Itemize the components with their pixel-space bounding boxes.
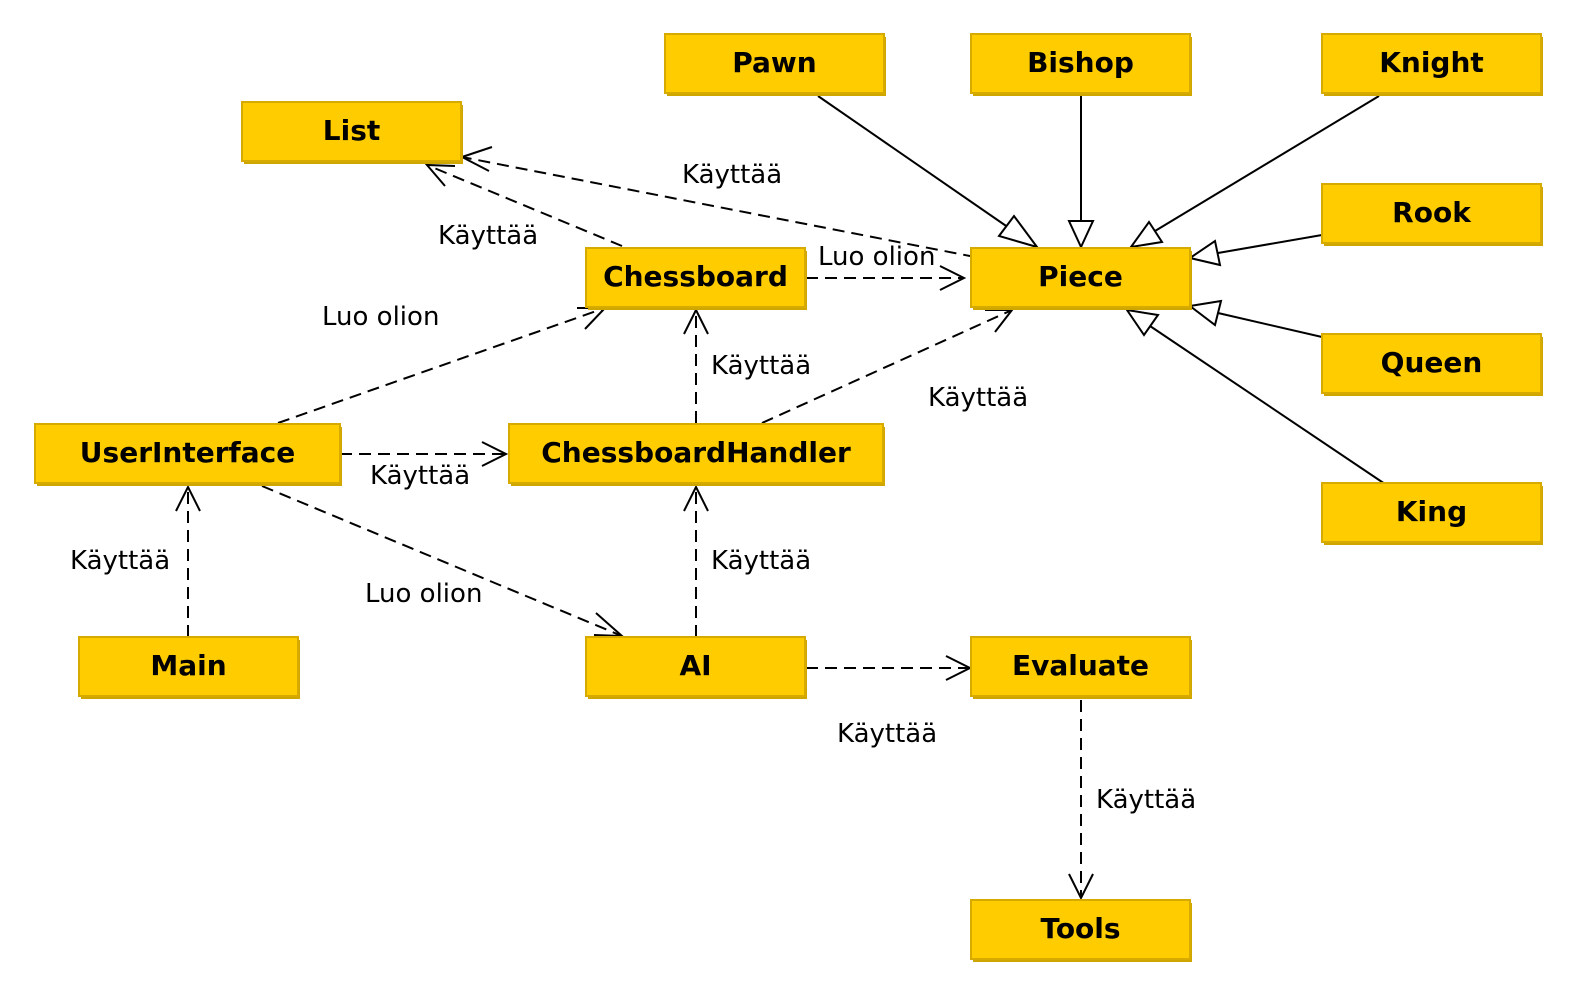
class-king[interactable]: King	[1321, 482, 1543, 545]
arrowhead-knight-piece	[1128, 220, 1164, 249]
class-main[interactable]: Main	[78, 636, 300, 699]
class-evaluate-name: Evaluate	[1012, 649, 1149, 682]
class-piece[interactable]: Piece	[970, 247, 1192, 310]
class-rook-name: Rook	[1392, 196, 1472, 229]
class-tools[interactable]: Tools	[970, 899, 1192, 962]
generalization-edges	[817, 95, 1386, 485]
arrowhead-ui-chessboard	[577, 307, 608, 330]
class-userinterface[interactable]: UserInterface	[34, 423, 342, 486]
arrowhead-chessboard-piece	[939, 265, 967, 291]
class-pawn[interactable]: Pawn	[664, 33, 886, 96]
class-chessboard-name: Chessboard	[603, 260, 788, 293]
class-queen-name: Queen	[1381, 346, 1483, 379]
arrowhead-piece-list	[459, 146, 493, 172]
label-ui-handler: Käyttää	[370, 461, 470, 491]
class-knight-name: Knight	[1379, 46, 1484, 79]
class-evaluate[interactable]: Evaluate	[970, 636, 1192, 699]
class-king-name: King	[1396, 495, 1467, 528]
arrowhead-pawn-piece	[997, 214, 1040, 249]
class-ai[interactable]: AI	[585, 636, 807, 699]
class-list[interactable]: List	[241, 101, 463, 164]
class-knight[interactable]: Knight	[1321, 33, 1543, 96]
label-handler-chessboard: Käyttää	[711, 351, 811, 381]
edge-queen-piece	[1217, 312, 1323, 338]
arrowhead-bishop-piece	[1067, 220, 1095, 250]
class-bishop-name: Bishop	[1027, 46, 1134, 79]
dependency-edges	[175, 146, 1094, 901]
label-evaluate-tools: Käyttää	[1096, 785, 1196, 815]
arrowhead-queen-piece	[1187, 299, 1223, 327]
label-chessboard-list: Käyttää	[438, 221, 538, 251]
label-ui-chessboard: Luo olion	[322, 302, 439, 332]
edge-labels: Käyttää Käyttää Luo olion Luo olion Käyt…	[70, 160, 1196, 815]
label-ai-handler: Käyttää	[711, 546, 811, 576]
class-chessboard[interactable]: Chessboard	[585, 247, 807, 310]
class-queen[interactable]: Queen	[1321, 333, 1543, 396]
edge-ui-ai	[261, 485, 623, 637]
arrowhead-king-piece	[1124, 308, 1160, 337]
class-main-name: Main	[150, 649, 226, 682]
edge-pawn-piece	[817, 95, 1013, 231]
arrowhead-evaluate-tools	[1068, 873, 1094, 901]
class-piece-name: Piece	[1038, 260, 1123, 293]
edge-piece-list	[461, 156, 976, 258]
class-rook[interactable]: Rook	[1321, 183, 1543, 246]
label-ui-ai: Luo olion	[365, 579, 482, 609]
class-ai-name: AI	[679, 649, 711, 682]
arrowhead-chessboard-list	[424, 163, 456, 187]
class-pawn-name: Pawn	[732, 46, 816, 79]
arrowhead-ai-handler	[683, 484, 709, 512]
arrowhead-main-ui	[175, 484, 201, 512]
arrowhead-rook-piece	[1187, 239, 1222, 267]
arrowhead-ui-handler	[481, 441, 509, 467]
class-nodes: Pawn Bishop Knight List Rook Chessboard	[34, 33, 1543, 962]
label-piece-list: Käyttää	[682, 160, 782, 190]
class-list-name: List	[323, 114, 381, 147]
class-chessboardhandler[interactable]: ChessboardHandler	[508, 423, 885, 486]
edge-king-piece	[1149, 325, 1386, 485]
class-userinterface-name: UserInterface	[80, 436, 295, 469]
label-ai-evaluate: Käyttää	[837, 719, 937, 749]
edge-ui-chessboard	[277, 307, 606, 424]
label-main-ui: Käyttää	[70, 546, 170, 576]
class-bishop[interactable]: Bishop	[970, 33, 1192, 96]
label-handler-piece: Käyttää	[928, 383, 1028, 413]
edge-rook-piece	[1217, 234, 1323, 254]
edge-chessboard-list	[426, 164, 623, 247]
arrowhead-ui-ai	[593, 612, 625, 638]
edge-handler-piece	[761, 309, 1013, 424]
edge-knight-piece	[1154, 95, 1380, 232]
class-tools-name: Tools	[1040, 912, 1120, 945]
label-chessboard-piece: Luo olion	[818, 242, 935, 272]
class-chessboardhandler-name: ChessboardHandler	[541, 436, 851, 469]
